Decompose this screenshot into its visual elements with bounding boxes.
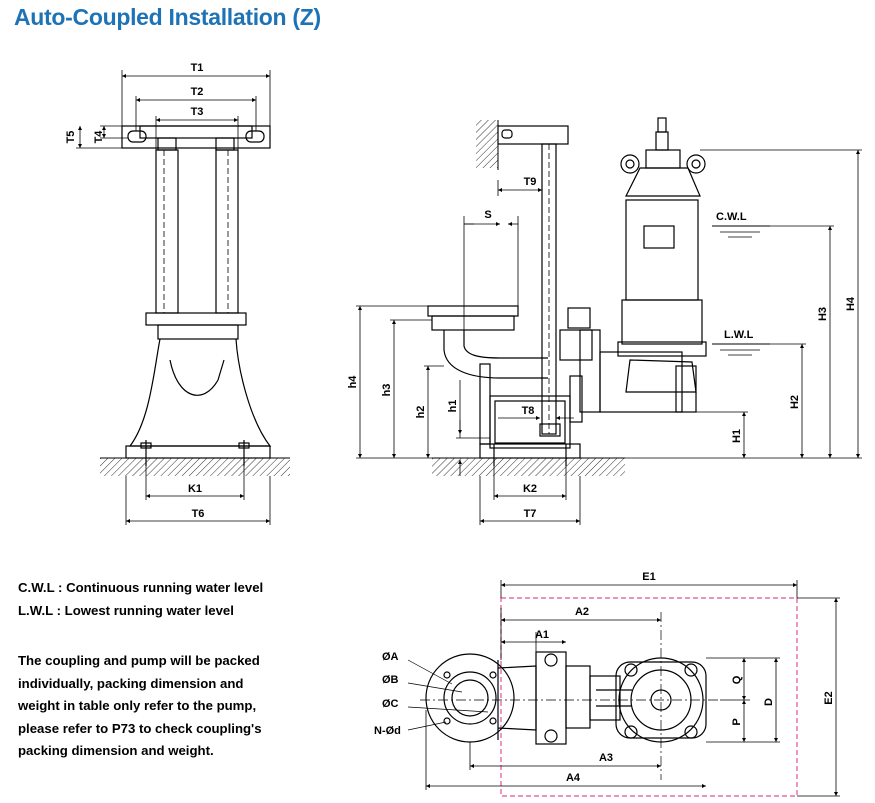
dim-h3: h3 (381, 384, 393, 397)
dim-OC: ØC (382, 698, 399, 710)
legend-lwl: L.W.L : Lowest running water level (18, 603, 234, 618)
label-lwl: L.W.L (724, 329, 754, 341)
dim-P: P (731, 718, 743, 725)
dim-T4: T4 (93, 130, 105, 144)
dim-T9: T9 (524, 176, 537, 188)
dim-OA: ØA (382, 651, 399, 663)
dim-Nd: N-Ød (374, 725, 401, 737)
note-line-5: packing dimension and weight. (18, 743, 214, 759)
dim-H4: H4 (845, 296, 857, 311)
dim-OB: ØB (382, 674, 399, 686)
dim-T2: T2 (191, 86, 204, 98)
dim-T6: T6 (192, 508, 205, 520)
dim-E2: E2 (823, 691, 835, 704)
dim-T3: T3 (191, 106, 204, 118)
dim-h4: h4 (347, 375, 359, 389)
pump-side-elevation (356, 117, 862, 525)
dim-E1: E1 (642, 571, 655, 583)
note-line-2: individually, packing dimension and (18, 675, 244, 691)
dim-H2: H2 (789, 395, 801, 409)
dim-h1: h1 (447, 400, 459, 413)
dim-S: S (484, 209, 491, 221)
dim-A1: A1 (535, 629, 549, 641)
coupling-front-view (76, 70, 290, 525)
dim-A3: A3 (599, 752, 613, 764)
dim-K2: K2 (523, 483, 537, 495)
dim-Q: Q (731, 675, 743, 684)
dim-A2: A2 (575, 606, 589, 618)
page-title: Auto-Coupled Installation (Z) (14, 4, 321, 30)
dim-H3: H3 (817, 307, 829, 321)
note-line-3: weight in table only refer to the pump, (18, 698, 257, 714)
dim-A4: A4 (566, 772, 581, 784)
dim-H1: H1 (731, 429, 743, 443)
dim-K1: K1 (188, 483, 202, 495)
label-cwl: C.W.L (716, 211, 747, 223)
note-line-4: please refer to P73 to check coupling's (18, 720, 262, 736)
dim-T5: T5 (65, 131, 77, 144)
dim-h2: h2 (415, 406, 427, 419)
note-line-1: The coupling and pump will be packed (18, 653, 260, 668)
legend-cwl: C.W.L : Continuous running water level (18, 580, 264, 595)
dim-T8: T8 (522, 405, 535, 417)
plan-view (407, 580, 840, 797)
dim-D: D (763, 698, 775, 706)
packing-note: The coupling and pump will be packed ind… (18, 650, 288, 763)
dim-T7: T7 (524, 508, 537, 520)
dim-T1: T1 (191, 62, 204, 74)
